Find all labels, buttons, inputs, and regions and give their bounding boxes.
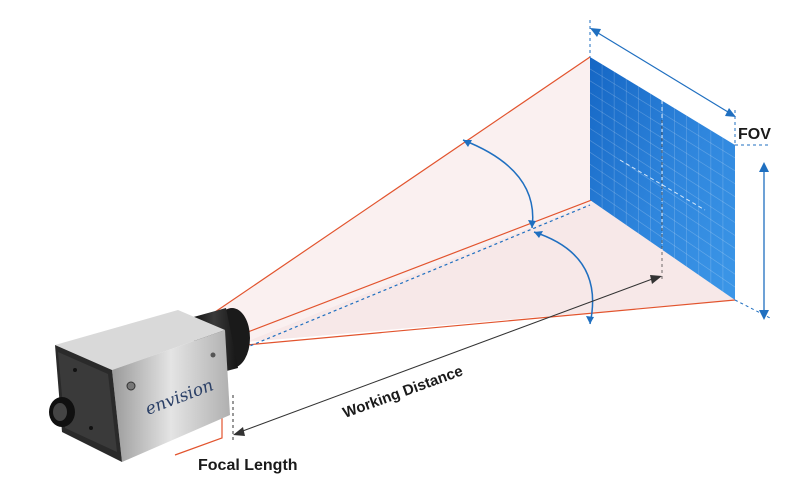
focal-length-label: Focal Length (198, 457, 298, 474)
optical-axis (244, 204, 591, 349)
screw-icon (89, 426, 93, 430)
fov-width-dimension (597, 32, 729, 113)
arrowhead (650, 275, 662, 284)
arc-arrowhead (586, 316, 594, 324)
camera-front (112, 330, 230, 462)
arc-arrowhead (463, 140, 472, 147)
fov-grid-line (589, 68, 736, 159)
camera-back-plate (58, 352, 117, 452)
arc-arrowhead (528, 220, 536, 228)
arrowhead (590, 28, 601, 37)
connector-inner (53, 403, 67, 421)
fov-cross-horizontal (619, 159, 706, 211)
screw-icon (210, 352, 216, 358)
led-indicator (126, 381, 136, 391)
arrowhead (759, 162, 769, 172)
arrowhead (725, 108, 736, 117)
camera-top (55, 310, 225, 370)
fov-grid-line (589, 187, 736, 288)
arrowhead (233, 427, 245, 436)
fov-grid (589, 64, 736, 292)
working-distance-line (239, 277, 656, 433)
cone-edge-top (214, 56, 591, 313)
cone-edge-lower (245, 299, 736, 346)
fov-label: FOV (738, 126, 771, 143)
fov-grid-line (589, 175, 736, 275)
arc-arrowhead (534, 231, 543, 238)
angle-arc-lower (533, 231, 594, 325)
camera: envision (49, 308, 250, 462)
fov-grid-line (589, 80, 736, 172)
arrowhead (759, 310, 769, 320)
screw-icon (73, 368, 77, 372)
angle-arc-upper (462, 139, 534, 229)
